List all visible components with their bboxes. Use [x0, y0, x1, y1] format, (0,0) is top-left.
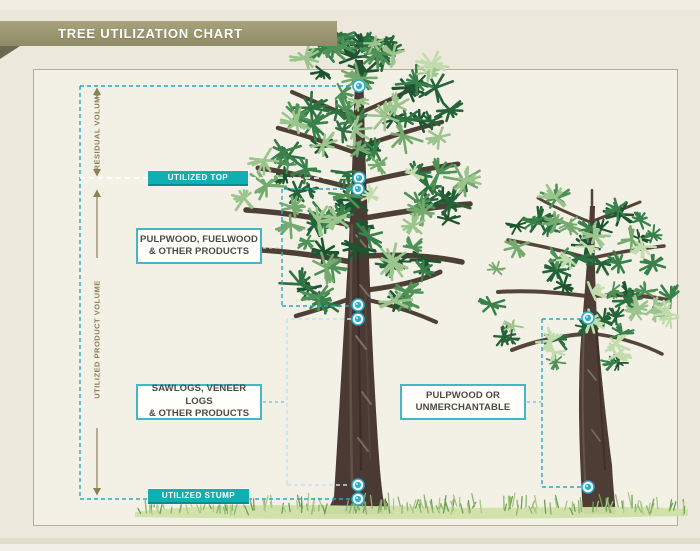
pulpwood-unmerchantable-callout: PULPWOOD OR UNMERCHANTABLE: [400, 384, 526, 420]
section-marker-icon: [351, 312, 365, 326]
pale-dashed-lines: [286, 318, 351, 486]
section-marker-icon: [352, 171, 366, 185]
utilized-stump-badge: UTILIZED STUMP: [148, 489, 249, 504]
large-tree-illustration: [231, 22, 482, 514]
section-marker-icon: [351, 182, 365, 196]
ribbon-fold: [0, 46, 20, 59]
grass: [135, 492, 688, 520]
utilized-top-badge: UTILIZED TOP: [148, 171, 248, 186]
section-marker-icon: [351, 478, 365, 492]
section-markers: [351, 79, 595, 506]
section-marker-icon: [352, 79, 366, 93]
callout-line: & OTHER PRODUCTS: [148, 408, 250, 420]
callout-line: PULPWOOD, FUELWOOD: [140, 233, 258, 245]
section-marker-icon: [351, 492, 365, 506]
sawlogs-veneer-callout: SAWLOGS, VENEER LOGS & OTHER PRODUCTS: [136, 383, 262, 420]
title-banner: TREE UTILIZATION CHART: [0, 21, 337, 46]
section-marker-icon: [581, 480, 595, 494]
sawlogs-bracket: [286, 318, 351, 486]
ruler-arrows: [93, 87, 101, 496]
tree-foliage: [477, 183, 680, 372]
section-marker-icon: [581, 311, 595, 325]
small-tree-illustration: [477, 183, 680, 514]
pulpwood-fuelwood-callout: PULPWOOD, FUELWOOD & OTHER PRODUCTS: [136, 228, 262, 264]
tree-trunk: [333, 60, 386, 514]
residual-volume-label: RESIDUAL VOLUME: [92, 90, 102, 171]
section-marker-icon: [351, 298, 365, 312]
callout-line: & OTHER PRODUCTS: [148, 246, 250, 257]
pulpwood-bracket: [281, 188, 351, 307]
page-title: TREE UTILIZATION CHART: [58, 26, 243, 41]
small-tree-bracket: [541, 318, 581, 488]
page-edge-shadow: [0, 538, 700, 544]
tree-foliage: [231, 22, 482, 315]
callout-line: UNMERCHANTABLE: [415, 402, 511, 413]
callout-line: PULPWOOD OR: [426, 389, 500, 401]
utilized-product-volume-label: UTILIZED PRODUCT VOLUME: [92, 280, 102, 399]
callout-line: SAWLOGS, VENEER LOGS: [151, 383, 247, 407]
